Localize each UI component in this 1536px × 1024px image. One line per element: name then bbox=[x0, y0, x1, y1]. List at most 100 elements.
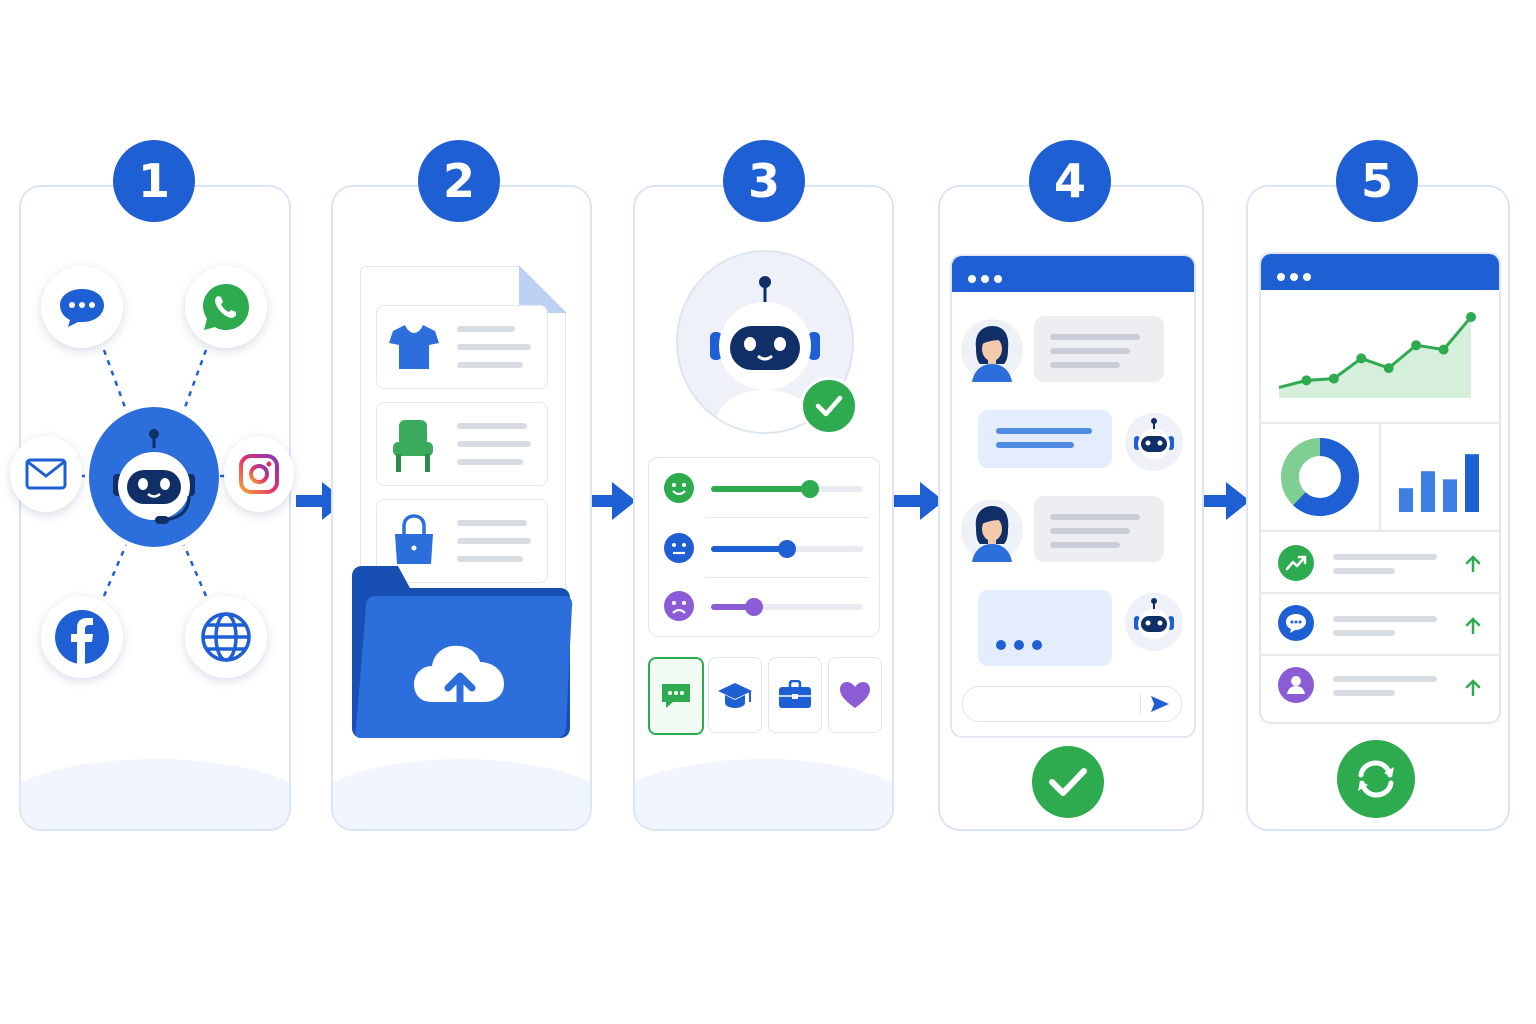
text-line bbox=[457, 556, 523, 562]
graduation-cap-icon bbox=[718, 683, 752, 708]
arrow-up-icon bbox=[1465, 617, 1481, 634]
handbag-icon bbox=[395, 514, 433, 564]
slider-track[interactable] bbox=[711, 598, 863, 616]
slider-track[interactable] bbox=[711, 540, 863, 558]
step-3-number: 3 bbox=[723, 140, 805, 222]
bot-avatar bbox=[1125, 593, 1183, 651]
text-line bbox=[457, 326, 515, 332]
slider-fill bbox=[711, 486, 810, 492]
text-line bbox=[457, 441, 531, 447]
send-icon[interactable] bbox=[1149, 694, 1171, 714]
donut-chart bbox=[1281, 438, 1359, 516]
panel-wave bbox=[333, 759, 590, 829]
trend-point bbox=[1356, 353, 1367, 364]
step-1-number: 1 bbox=[113, 140, 195, 222]
neutral-face-icon bbox=[664, 533, 694, 563]
step-4-number: 4 bbox=[1029, 140, 1111, 222]
support-bot-hub bbox=[89, 407, 219, 547]
metric-row[interactable] bbox=[1261, 656, 1499, 716]
user-icon bbox=[1278, 667, 1314, 703]
window-titlebar bbox=[952, 256, 1194, 292]
slider-track[interactable] bbox=[711, 480, 863, 498]
slider-knob[interactable] bbox=[778, 540, 796, 558]
arrow-right-icon bbox=[1200, 482, 1250, 520]
product-card-shirt bbox=[376, 305, 548, 389]
chat-bubble-icon bbox=[60, 289, 104, 327]
text-line bbox=[457, 520, 527, 526]
panel-wave bbox=[21, 759, 289, 829]
trend-chart bbox=[1278, 312, 1476, 398]
user-message bbox=[1034, 316, 1164, 382]
instagram-icon bbox=[239, 454, 279, 494]
product-card-chair bbox=[376, 402, 548, 486]
headset-robot-icon bbox=[113, 429, 195, 524]
folded-corner bbox=[519, 265, 567, 313]
slider-knob[interactable] bbox=[744, 598, 763, 616]
user-avatar bbox=[961, 319, 1023, 382]
step-5-number: 5 bbox=[1336, 140, 1418, 222]
check-icon bbox=[1049, 768, 1087, 796]
trend-point bbox=[1383, 363, 1394, 374]
instagram-channel[interactable] bbox=[224, 436, 294, 512]
tone-option-chat[interactable] bbox=[648, 657, 704, 735]
check-icon bbox=[815, 395, 843, 417]
text-line bbox=[457, 459, 523, 465]
refresh-cycle-button bbox=[1337, 740, 1415, 818]
tone-option-education[interactable] bbox=[708, 657, 762, 733]
donut-segment bbox=[1281, 438, 1359, 516]
user-avatar bbox=[961, 499, 1023, 562]
bot-typing-indicator bbox=[978, 590, 1112, 666]
arrow-right-icon bbox=[894, 482, 944, 520]
upload-folder-icon[interactable] bbox=[352, 566, 574, 738]
product-card-bag bbox=[376, 499, 548, 583]
trend-point bbox=[1466, 312, 1476, 323]
whatsapp-icon bbox=[203, 284, 249, 330]
bar bbox=[1421, 471, 1435, 512]
metric-row[interactable] bbox=[1261, 532, 1499, 592]
chat-bubble-icon bbox=[1278, 605, 1314, 641]
bar bbox=[1443, 479, 1457, 512]
briefcase-icon bbox=[779, 680, 811, 708]
verified-badge bbox=[800, 377, 858, 435]
success-check-button bbox=[1032, 746, 1104, 818]
tone-option-business[interactable] bbox=[768, 657, 822, 733]
arrow-up-icon bbox=[1465, 555, 1481, 572]
bar bbox=[1465, 454, 1479, 512]
tshirt-icon bbox=[389, 325, 439, 369]
bot-avatar bbox=[1125, 413, 1183, 471]
user-message bbox=[1034, 496, 1164, 562]
personality-card bbox=[648, 457, 880, 637]
message-input[interactable] bbox=[962, 686, 1182, 722]
facebook-channel[interactable] bbox=[41, 596, 123, 678]
trending-up-icon bbox=[1278, 545, 1314, 581]
step-2-number: 2 bbox=[418, 140, 500, 222]
text-line bbox=[457, 423, 527, 429]
window-titlebar bbox=[1261, 254, 1499, 290]
trend-area bbox=[1279, 317, 1471, 398]
bot-message bbox=[978, 410, 1112, 468]
bar bbox=[1399, 488, 1413, 512]
email-channel[interactable] bbox=[10, 436, 82, 512]
slider-fill bbox=[711, 604, 754, 610]
bar-chart bbox=[1399, 454, 1479, 512]
heart-icon bbox=[840, 682, 870, 708]
arrow-up-icon bbox=[1465, 679, 1481, 696]
text-line bbox=[457, 362, 523, 368]
analytics-dashboard-window bbox=[1259, 252, 1501, 724]
sad-face-icon bbox=[664, 591, 694, 621]
trend-point bbox=[1438, 344, 1449, 355]
refresh-icon bbox=[1358, 760, 1394, 798]
panel-wave bbox=[635, 759, 892, 829]
happy-face-icon bbox=[664, 473, 694, 503]
trend-point bbox=[1411, 340, 1422, 351]
chair-icon bbox=[393, 420, 433, 472]
web-channel[interactable] bbox=[185, 596, 267, 678]
chat-channel[interactable] bbox=[41, 266, 123, 348]
slider-knob[interactable] bbox=[800, 480, 819, 498]
trend-point bbox=[1328, 373, 1339, 384]
envelope-icon bbox=[25, 458, 67, 490]
tone-option-friendly[interactable] bbox=[828, 657, 882, 733]
metric-row[interactable] bbox=[1261, 594, 1499, 654]
text-line bbox=[457, 344, 531, 350]
whatsapp-channel[interactable] bbox=[185, 266, 267, 348]
